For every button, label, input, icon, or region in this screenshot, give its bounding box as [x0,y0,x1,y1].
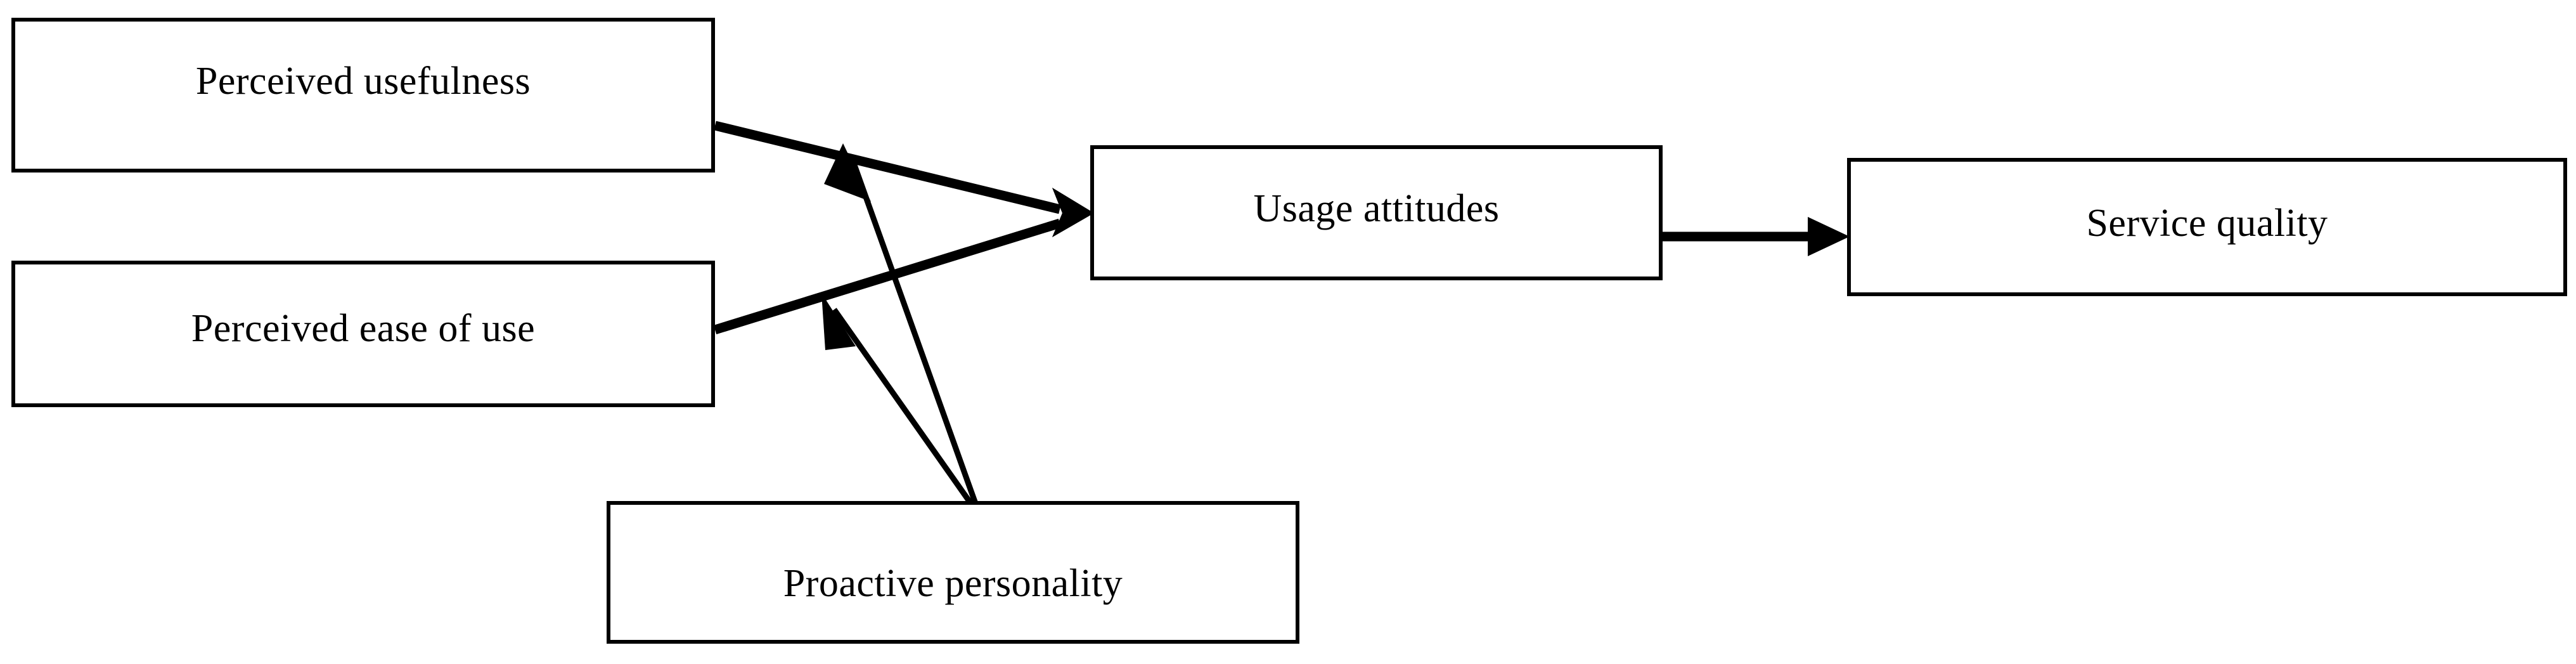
node-label-service-quality: Service quality [2086,201,2328,245]
edge-proactive-personality-to-perceived-usefulness [824,143,981,512]
node-perceived-ease-of-use[interactable]: Perceived ease of use [11,261,715,407]
node-usage-attitudes[interactable]: Usage attitudes [1090,145,1663,280]
node-label-perceived-ease-of-use: Perceived ease of use [191,307,536,351]
node-service-quality[interactable]: Service quality [1847,158,2567,296]
node-proactive-personality[interactable]: Proactive personality [607,501,1299,644]
node-perceived-usefulness[interactable]: Perceived usefulness [11,18,715,173]
edge-usage-attitudes-to-service-quality [1663,217,1850,256]
edge-perceived-usefulness-to-usage-attitudes [714,120,1094,237]
node-label-perceived-usefulness: Perceived usefulness [195,59,531,103]
node-label-usage-attitudes: Usage attitudes [1253,187,1500,231]
node-label-proactive-personality: Proactive personality [783,562,1123,606]
edge-proactive-personality-to-perceived-ease-of-use [821,293,976,509]
edge-perceived-ease-of-use-to-usage-attitudes [713,188,1094,335]
